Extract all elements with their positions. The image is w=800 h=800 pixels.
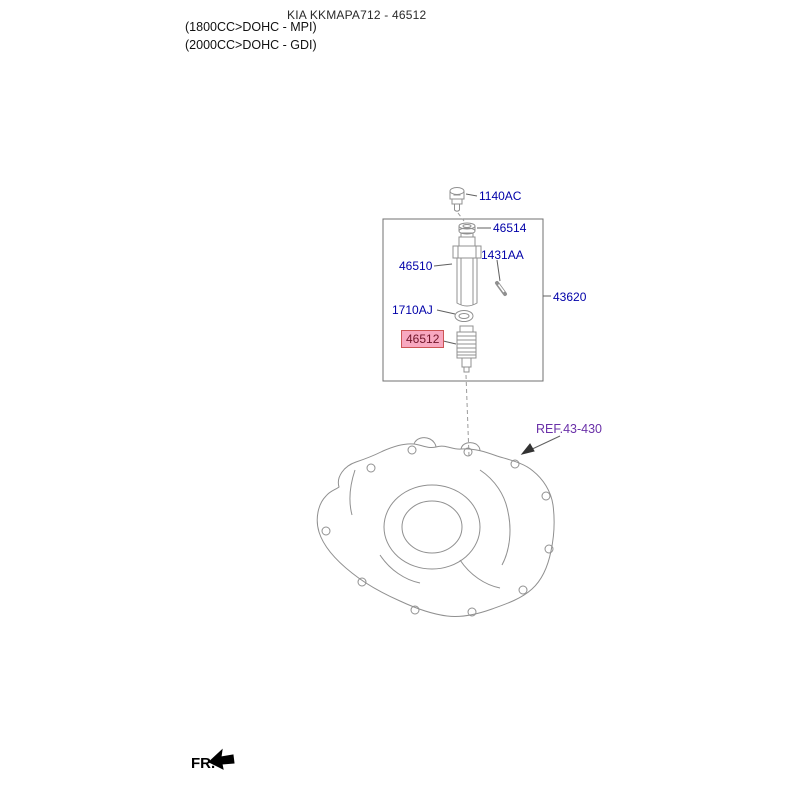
part-label-1140AC[interactable]: 1140AC [479,189,522,203]
transmission-drawing [316,437,555,617]
part-label-1431AA[interactable]: 1431AA [481,248,524,262]
assembly-axis-lines [457,212,470,457]
engine-spec-1: (1800CC>DOHC - MPI) [185,20,317,34]
assembly-box [382,218,544,382]
part-label-1710AJ[interactable]: 1710AJ [392,303,433,317]
part-label-46512-highlighted[interactable]: 46512 [401,330,445,348]
bolt-1140AC-drawing [449,187,465,212]
sensor-46510-drawing [452,232,482,307]
ref-arrowhead [520,443,535,455]
ref-link-43-430[interactable]: REF.43-430 [536,422,603,436]
engine-spec-2: (2000CC>DOHC - GDI) [185,38,317,52]
part-label-43620[interactable]: 43620 [553,290,587,304]
gear-46512-drawing [456,325,477,373]
fr-label: FR. [191,755,216,772]
part-label-46514[interactable]: 46514 [493,221,527,235]
part-label-46510[interactable]: 46510 [399,259,433,273]
pin-1431AA-drawing [495,281,507,296]
cap-46514-drawing [458,222,476,235]
oring-1710AJ-drawing [454,310,474,322]
page-title: KIA KKMAPA712 - 46512 [287,8,427,22]
